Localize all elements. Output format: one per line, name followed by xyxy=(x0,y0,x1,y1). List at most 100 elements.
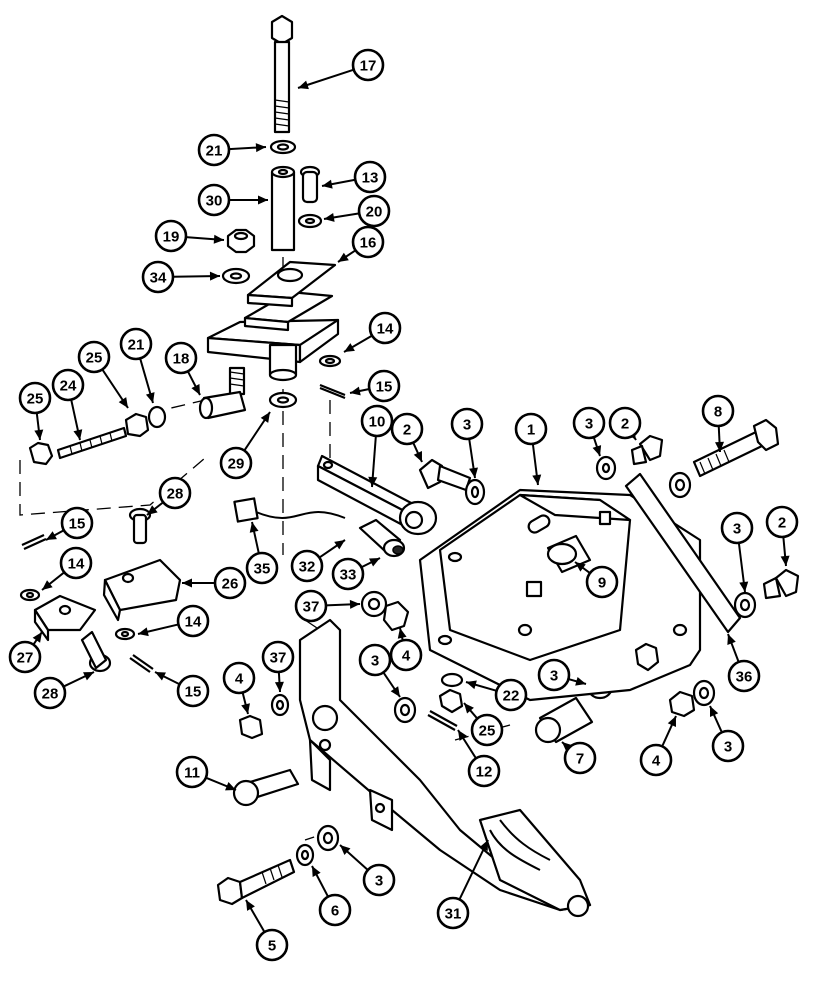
leader-arrowhead xyxy=(241,703,250,714)
callout-15: 15 xyxy=(176,674,210,708)
callout-circle xyxy=(175,755,209,789)
leader-arrowhead xyxy=(83,672,94,681)
callout-circle xyxy=(360,404,394,438)
part-4-nut xyxy=(634,642,660,672)
part-18-elbow-fitting xyxy=(198,366,247,420)
callout-circle xyxy=(436,896,470,930)
callout-circle xyxy=(222,661,256,695)
leader-arrowhead xyxy=(532,474,542,485)
callout-1: 1 xyxy=(514,412,548,446)
leader-arrowhead xyxy=(191,384,200,395)
callout-circle xyxy=(514,412,548,446)
part-8-bolt xyxy=(692,418,780,478)
callout-4: 4 xyxy=(389,638,423,672)
part-10-lever-link xyxy=(316,454,438,536)
part-2-bolt xyxy=(762,568,800,600)
callout-circle xyxy=(367,369,401,403)
callout-number: 2 xyxy=(621,416,629,433)
leader-arrowhead xyxy=(182,578,192,588)
callout-18: 18 xyxy=(164,341,198,375)
callout-number: 33 xyxy=(340,567,357,584)
part-11-pin xyxy=(232,768,300,807)
callout-27: 27 xyxy=(8,640,42,674)
callout-circle xyxy=(701,394,735,428)
callout-circle xyxy=(467,754,501,788)
callout-24: 24 xyxy=(51,368,85,402)
callout-circle xyxy=(294,589,328,623)
part-31-hand-lever xyxy=(298,618,592,918)
callout-number: 15 xyxy=(376,379,393,396)
callout-circle xyxy=(318,893,352,927)
leader-line-31 xyxy=(458,839,489,900)
leader-arrowhead xyxy=(73,429,83,440)
callout-34: 34 xyxy=(141,260,175,294)
callout-3: 3 xyxy=(720,511,754,545)
part-2-bolt xyxy=(418,458,472,492)
callout-circle xyxy=(765,505,799,539)
callout-number: 10 xyxy=(369,414,386,431)
callout-number: 15 xyxy=(69,516,86,533)
leader-arrowhead xyxy=(369,558,380,567)
callout-number: 36 xyxy=(736,669,753,686)
leader-arrowhead xyxy=(710,706,719,717)
callout-number: 7 xyxy=(576,751,584,768)
part-19-nut xyxy=(226,228,256,254)
leader-arrowhead xyxy=(260,412,270,423)
callout-number: 25 xyxy=(479,723,496,740)
callout-circle xyxy=(154,219,188,253)
callout-number: 14 xyxy=(377,321,394,338)
leader-arrowhead xyxy=(258,195,268,205)
callout-5: 5 xyxy=(255,928,289,962)
callout-number: 3 xyxy=(371,653,379,670)
callout-circle xyxy=(470,713,504,747)
callout-3: 3 xyxy=(537,658,571,692)
callout-28: 28 xyxy=(33,676,67,710)
part-1-bracket xyxy=(418,488,702,702)
part-16-plate-assembly xyxy=(206,260,340,382)
leader-arrowhead xyxy=(715,441,725,452)
callout-3: 3 xyxy=(572,406,606,440)
leader-arrowhead xyxy=(667,716,676,727)
callout-2: 2 xyxy=(765,505,799,539)
callout-circle xyxy=(362,863,396,897)
part-13-clevis-pin xyxy=(299,165,321,204)
leader-arrowhead xyxy=(34,429,44,440)
leader-arrowhead xyxy=(209,271,220,281)
callout-number: 35 xyxy=(254,561,271,578)
callout-28: 28 xyxy=(158,476,192,510)
callout-29: 29 xyxy=(219,446,253,480)
leader-arrowhead xyxy=(390,686,400,697)
leader-arrowhead xyxy=(334,540,345,550)
part-4-nut xyxy=(668,690,696,718)
callout-circle xyxy=(351,225,385,259)
callout-number: 27 xyxy=(17,650,34,667)
part-12-cotter-pin xyxy=(427,710,458,731)
callout-4: 4 xyxy=(222,661,256,695)
callout-number: 24 xyxy=(60,378,77,395)
callout-number: 15 xyxy=(185,684,202,701)
callout-37: 37 xyxy=(261,640,295,674)
callout-number: 6 xyxy=(331,903,339,920)
leader-arrowhead xyxy=(298,80,309,90)
callout-number: 3 xyxy=(733,521,741,538)
callout-circle xyxy=(60,506,94,540)
part-36-strap xyxy=(624,472,742,634)
callout-number: 4 xyxy=(652,753,661,770)
part-15-cotter-pin xyxy=(319,383,346,400)
callout-13: 13 xyxy=(353,160,387,194)
leader-arrowhead xyxy=(147,505,158,515)
callout-2: 2 xyxy=(608,406,642,440)
leader-arrowhead xyxy=(155,672,166,681)
leader-arrowhead xyxy=(739,581,749,592)
callout-circle xyxy=(119,327,153,361)
callout-circle xyxy=(494,678,528,712)
callout-circle xyxy=(537,658,571,692)
callout-22: 22 xyxy=(494,678,528,712)
callout-circle xyxy=(77,340,111,374)
callout-number: 4 xyxy=(235,671,244,688)
callout-number: 8 xyxy=(714,404,722,421)
callout-circle xyxy=(563,741,597,775)
callout-number: 28 xyxy=(167,486,184,503)
